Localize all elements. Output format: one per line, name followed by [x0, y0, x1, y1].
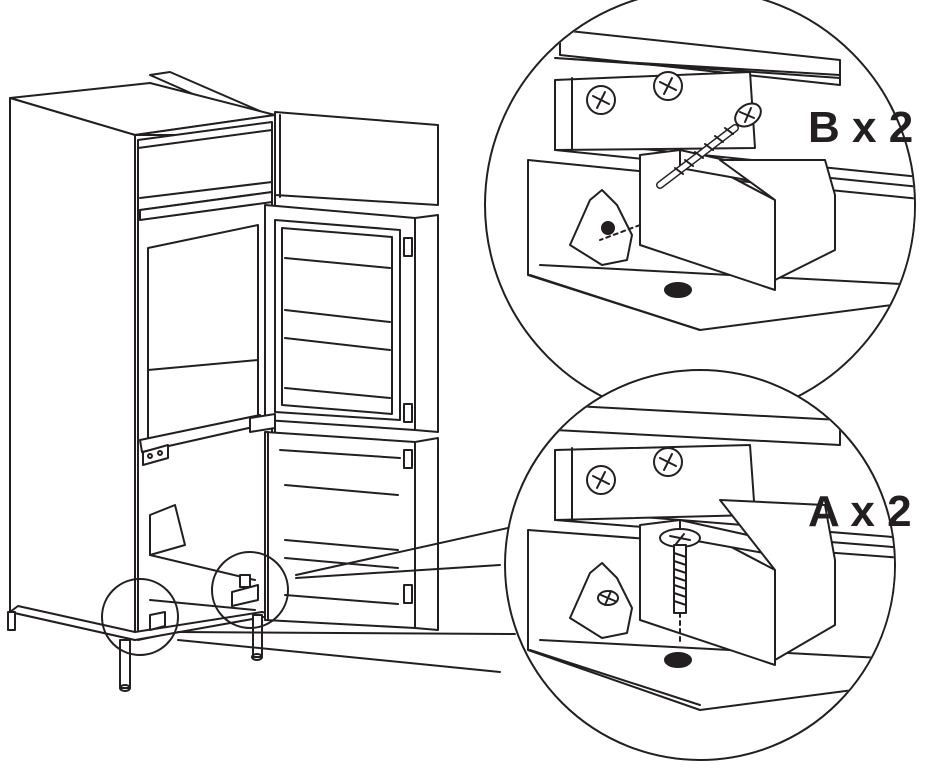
cabinet — [7, 71, 276, 692]
screw-b-icon — [656, 102, 762, 189]
callout-a-detail — [504, 369, 896, 761]
screw-a-icon — [659, 528, 701, 646]
detail-markers — [101, 517, 554, 673]
doors — [249, 111, 439, 631]
callout-b-detail — [484, 0, 916, 421]
callout-b-label: B x 2 — [808, 103, 914, 152]
callout-a-label: A x 2 — [808, 487, 912, 536]
